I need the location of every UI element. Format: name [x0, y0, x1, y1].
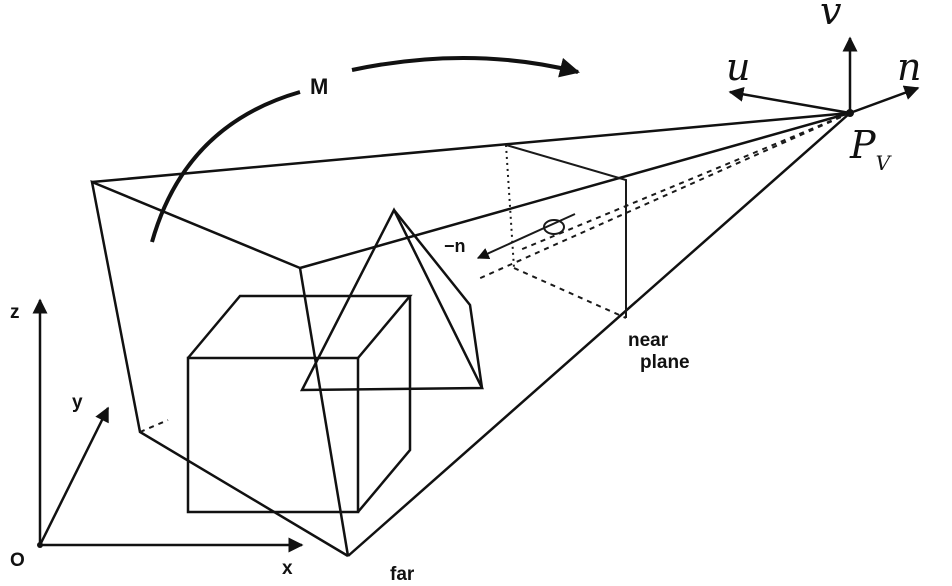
diagram-labels: M u v n PV −n near plane far z y x O	[10, 0, 921, 585]
near-plane-hidden-bottom	[513, 267, 627, 319]
pyramid-object	[299, 207, 485, 392]
frustum-edge-top	[91, 111, 851, 184]
world-origin-dot	[37, 542, 43, 548]
n-axis-label: n	[897, 45, 921, 89]
u-axis-label: u	[726, 45, 750, 89]
cube-object	[186, 294, 413, 514]
near-plane	[505, 144, 627, 319]
far-label: far	[390, 564, 415, 585]
world-z-label: z	[10, 302, 20, 323]
view-point-label: PV	[849, 123, 893, 175]
near-plane-label-line2: plane	[640, 352, 690, 373]
view-point-dot	[846, 109, 854, 117]
world-x-label: x	[282, 558, 293, 579]
near-plane-visible-edges	[505, 144, 627, 318]
rotation-label: M	[310, 74, 328, 99]
near-plane-hidden-left	[505, 144, 515, 269]
n-axis-arrow	[849, 85, 920, 115]
neg-n-arrow	[476, 213, 576, 260]
neg-n-label: −n	[444, 236, 466, 256]
u-axis-arrow	[728, 86, 851, 115]
frustum-edge-upper-right	[299, 111, 851, 270]
world-y-label: y	[72, 392, 83, 413]
view-frustum	[90, 111, 851, 558]
far-plane-hidden-corner	[139, 419, 169, 433]
frustum-edge-bottom	[347, 112, 851, 557]
world-origin-label: O	[10, 550, 25, 571]
far-plane-inner-edge	[298, 267, 350, 557]
world-y-axis	[38, 406, 110, 546]
near-plane-label-line1: near	[628, 330, 669, 351]
view-center-lines	[475, 112, 851, 281]
far-plane-left-edge	[90, 179, 349, 558]
rotation-arc	[150, 56, 580, 243]
world-axes	[32, 298, 304, 553]
v-axis-label: v	[820, 0, 842, 33]
camera-axes	[728, 36, 920, 117]
